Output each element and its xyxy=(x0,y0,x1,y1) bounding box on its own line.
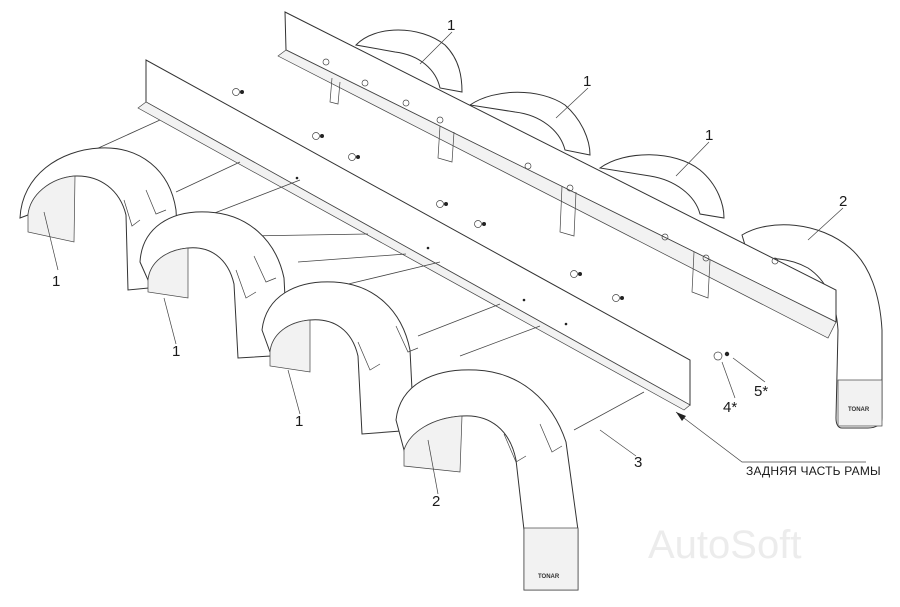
upper-bracket-3 xyxy=(559,185,577,237)
label-part-1c: 1 xyxy=(705,127,713,144)
part-labels: 1 1 1 2 1 1 1 2 3 4* 5* ЗАДНЯЯ ЧАСТЬ РАМ… xyxy=(52,17,881,510)
lower-fender-1 xyxy=(19,147,181,291)
label-part-2a: 2 xyxy=(839,193,847,210)
label-part-5: 5* xyxy=(754,383,768,400)
label-part-1e: 1 xyxy=(172,343,180,360)
lower-fender-4: TONAR xyxy=(395,369,579,591)
upper-beam-holes xyxy=(322,58,779,265)
upper-fender-4 xyxy=(741,224,883,429)
label-part-2b: 2 xyxy=(432,493,440,510)
label-part-1f: 1 xyxy=(295,413,303,430)
frame-leader xyxy=(675,411,866,463)
watermark: AutoSoft xyxy=(648,523,801,567)
upper-fender-2 xyxy=(468,91,591,156)
upper-frame-beam xyxy=(284,11,837,323)
upper-assembly: TONAR xyxy=(277,11,883,429)
mounting-rods xyxy=(93,119,645,431)
upper-mudflap xyxy=(837,379,883,427)
label-part-1a: 1 xyxy=(447,17,455,34)
lower-mudflap-mark: TONAR xyxy=(538,574,560,580)
leader-lines xyxy=(43,31,866,495)
lower-fender-3 xyxy=(261,281,419,435)
upper-fender-3 xyxy=(598,154,725,219)
label-part-1d: 1 xyxy=(52,273,60,290)
label-part-1b: 1 xyxy=(583,73,591,90)
upper-mudflap-mark: TONAR xyxy=(848,407,870,413)
label-part-4: 4* xyxy=(723,399,737,416)
lower-assembly: TONAR xyxy=(19,59,730,591)
upper-bracket-2 xyxy=(437,125,455,163)
lower-frame-flange xyxy=(137,101,691,411)
upper-fender-1 xyxy=(354,29,463,93)
label-part-3: 3 xyxy=(634,454,642,471)
upper-frame-flange xyxy=(277,49,837,339)
upper-bracket-1 xyxy=(329,77,341,105)
upper-bracket-4 xyxy=(691,251,711,299)
frame-caption: ЗАДНЯЯ ЧАСТЬ РАМЫ xyxy=(746,464,881,478)
lower-mudflap xyxy=(523,527,579,591)
washers-and-nuts xyxy=(232,88,730,361)
lower-fender-2 xyxy=(139,211,289,359)
